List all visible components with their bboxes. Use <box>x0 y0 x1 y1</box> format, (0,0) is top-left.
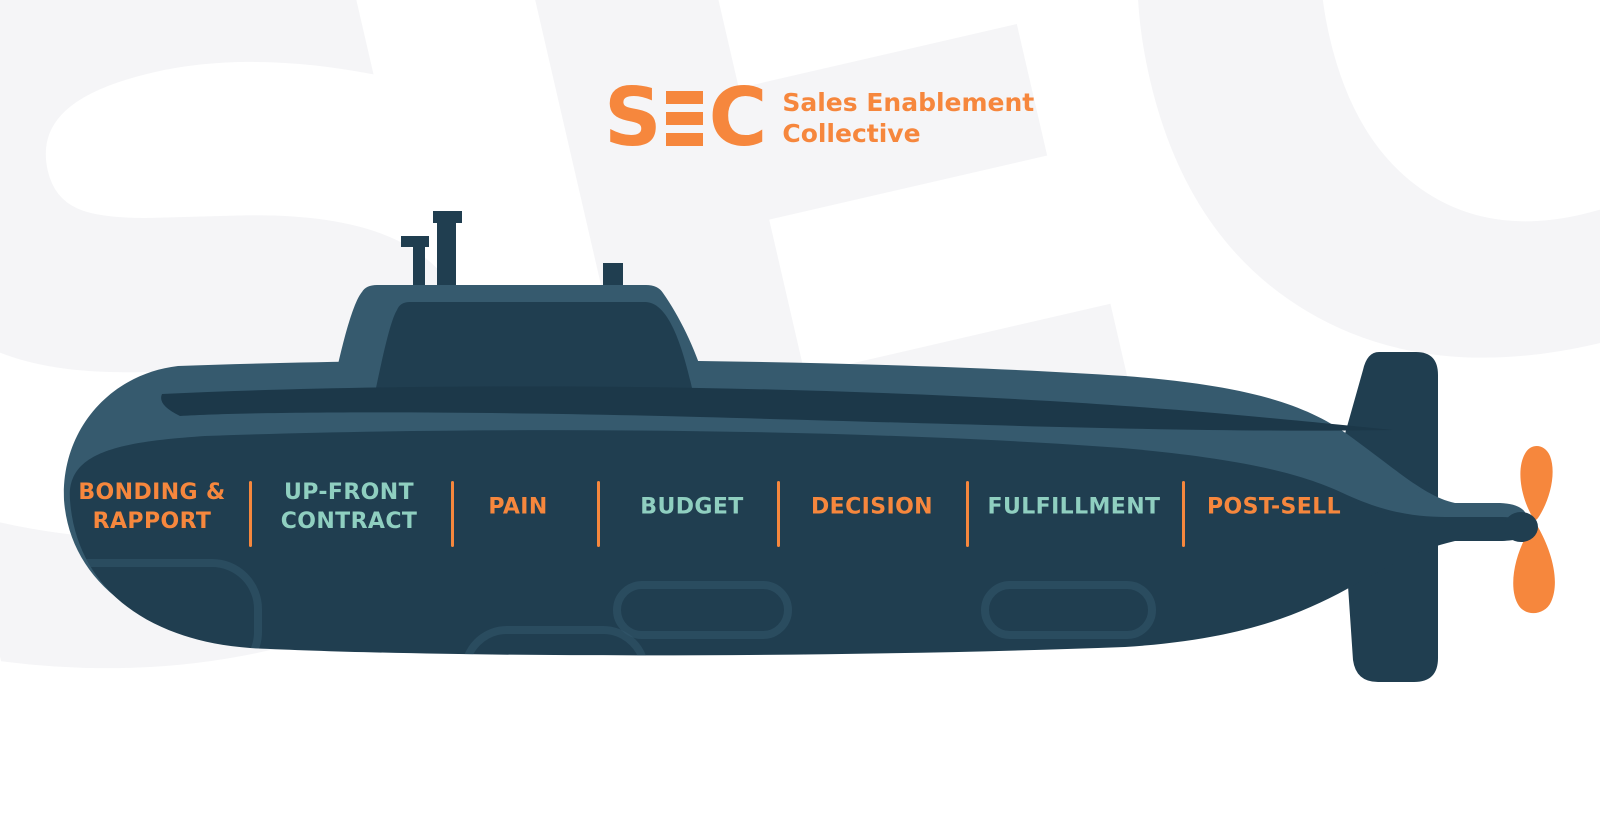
sec-logo-letter-s: S <box>604 71 662 164</box>
stage-divider <box>777 481 780 547</box>
conning-tower-inner <box>376 302 692 388</box>
stage-up-front-contract: UP-FRONT CONTRACT <box>280 480 418 534</box>
stage-divider <box>966 481 969 547</box>
stage-divider <box>1182 481 1185 547</box>
hatch-outline-right <box>981 581 1156 639</box>
stage-divider <box>597 481 600 547</box>
snorkel-mast-icon <box>437 212 456 298</box>
sec-logo: S C Sales Enablement Collective <box>604 78 1034 158</box>
sec-logo-mark: S C <box>604 71 768 164</box>
deck-stripe <box>161 386 1393 431</box>
stage-divider <box>249 481 252 547</box>
stage-fulfillment: FULFILLMENT <box>987 494 1161 520</box>
stage-bonding-rapport: BONDING & RAPPORT <box>78 480 226 534</box>
sec-logo-name-line2: Collective <box>782 119 921 148</box>
hatch-outline-left <box>69 559 262 656</box>
stage-decision: DECISION <box>811 494 933 520</box>
propeller-blade-bottom-icon <box>1513 525 1555 614</box>
sec-logo-name-line1: Sales Enablement <box>782 87 1035 117</box>
stage-budget: BUDGET <box>640 494 744 520</box>
propeller-hub-icon <box>1504 512 1538 542</box>
sec-logo-e-bars-icon <box>665 90 703 146</box>
hatch-outline-lower <box>461 626 649 656</box>
sec-logo-name: Sales Enablement Collective <box>782 87 1034 150</box>
propeller-blade-top-icon <box>1520 446 1553 520</box>
periscope-cap-icon <box>401 236 429 247</box>
sec-logo-letter-c: C <box>708 71 768 164</box>
snorkel-cap-icon <box>433 211 462 223</box>
stage-post-sell: POST-SELL <box>1206 494 1342 520</box>
hatch-outline-mid <box>613 581 792 639</box>
submarine-hull-body <box>69 430 1532 656</box>
stage-pain: PAIN <box>488 494 548 520</box>
stage-divider <box>451 481 454 547</box>
